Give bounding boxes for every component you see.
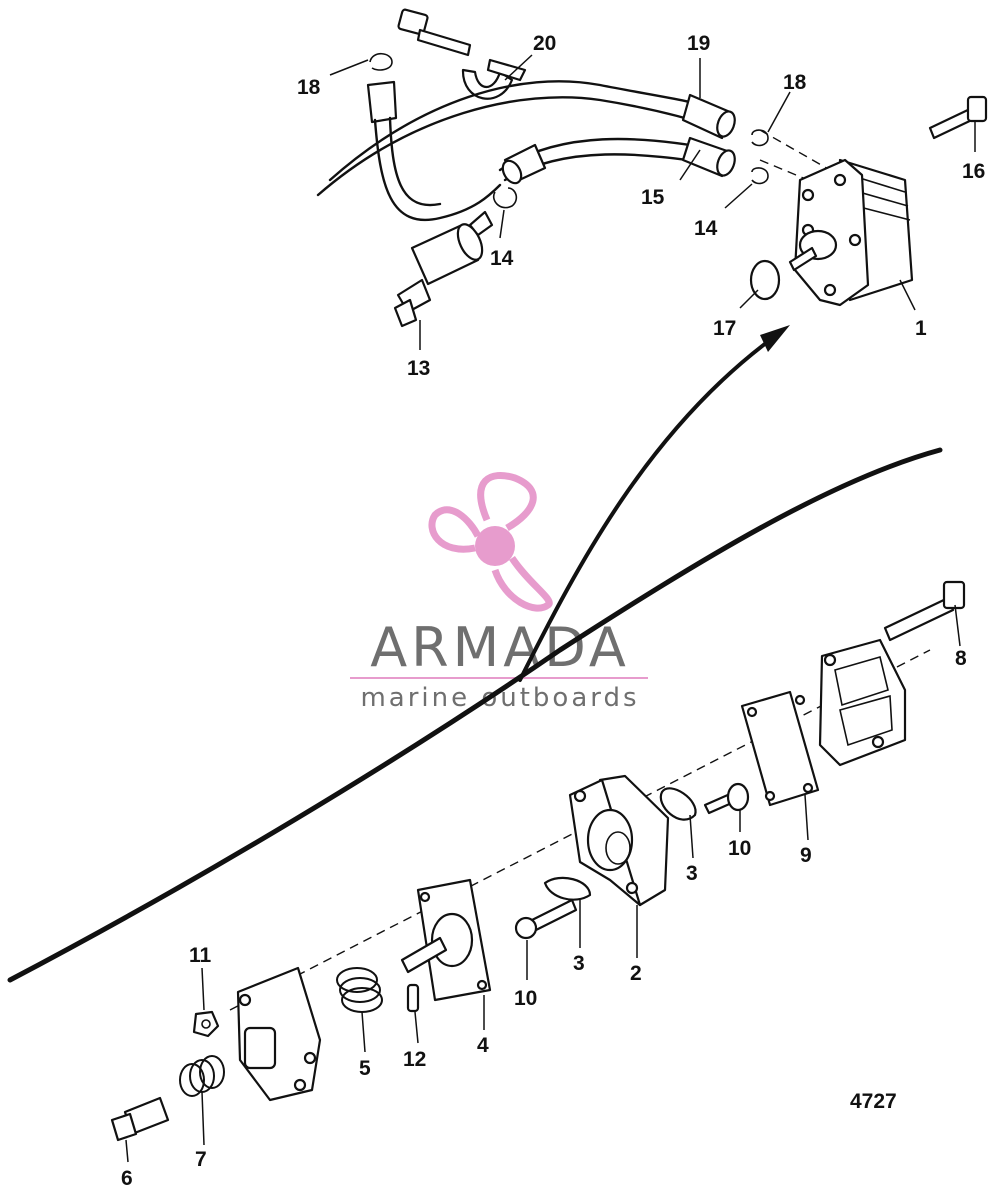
callout-5: 5 — [359, 1057, 371, 1080]
callout-11: 11 — [189, 944, 212, 967]
callout-3-upper: 3 — [686, 862, 698, 885]
part-10-screw-upper — [703, 782, 750, 815]
hoses-15-19 — [316, 80, 736, 197]
assembly-arrow-line — [518, 338, 772, 682]
assembly-arrow-head — [760, 325, 790, 352]
callout-9: 9 — [800, 844, 812, 867]
assembly-axis-top-2 — [759, 159, 821, 186]
part-14-clip-left — [493, 187, 518, 209]
armada-propeller-logo — [428, 471, 553, 612]
part-17-o-ring — [749, 259, 781, 301]
callout-18-left: 18 — [297, 76, 321, 99]
part-18-clip-right — [751, 129, 769, 147]
callout-17: 17 — [713, 317, 736, 340]
part-13-fuel-filter — [393, 210, 494, 328]
callout-20: 20 — [533, 32, 556, 55]
part-pump-cover — [818, 638, 907, 767]
callout-10-upper: 10 — [728, 837, 751, 860]
callout-14-left: 14 — [490, 247, 514, 270]
part-18-clip-left — [369, 52, 393, 71]
callout-12: 12 — [403, 1048, 426, 1071]
callout-18-right: 18 — [783, 71, 807, 94]
assembly-axis-top — [759, 129, 831, 171]
callout-19: 19 — [687, 32, 710, 55]
diagram-code: 4727 — [850, 1090, 897, 1113]
leader-lines — [125, 54, 976, 1163]
part-9-diaphragm — [740, 690, 820, 807]
brand-name: ARMADA — [370, 616, 630, 679]
fuel-hose-left — [366, 80, 502, 221]
engine-outline-line — [7, 447, 943, 983]
part-7-spring — [179, 1055, 225, 1097]
callout-15: 15 — [641, 186, 665, 209]
part-4-diaphragm-plate — [400, 878, 492, 1002]
callout-4: 4 — [477, 1034, 489, 1057]
callout-8: 8 — [955, 647, 967, 670]
callout-14-right: 14 — [694, 217, 718, 240]
callout-13: 13 — [407, 357, 430, 380]
part-6-plug — [110, 1096, 170, 1142]
part-1-fuel-pump-assembly — [788, 158, 914, 307]
part-3-check-valve-upper — [659, 787, 697, 821]
callout-3-lower: 3 — [573, 952, 585, 975]
part-pump-base — [236, 966, 322, 1102]
part-10-screw-lower — [514, 898, 578, 940]
part-5-spring — [336, 967, 383, 1013]
brand-tagline: marine outboards — [360, 683, 639, 713]
callout-7: 7 — [195, 1148, 207, 1171]
part-3-check-valve-lower — [543, 876, 592, 901]
part-2-pump-body — [568, 774, 670, 907]
callout-6: 6 — [121, 1167, 133, 1188]
part-16-screw — [928, 95, 988, 140]
callout-10-lower: 10 — [514, 987, 537, 1010]
part-14-clip-right — [751, 167, 769, 185]
part-20-clamp — [397, 8, 527, 100]
callout-2: 2 — [630, 962, 642, 985]
callout-16: 16 — [962, 160, 985, 183]
callout-1: 1 — [915, 317, 927, 340]
part-8-bolt — [883, 580, 966, 642]
part-12-pin — [406, 983, 420, 1013]
part-11-nut — [192, 1010, 220, 1038]
